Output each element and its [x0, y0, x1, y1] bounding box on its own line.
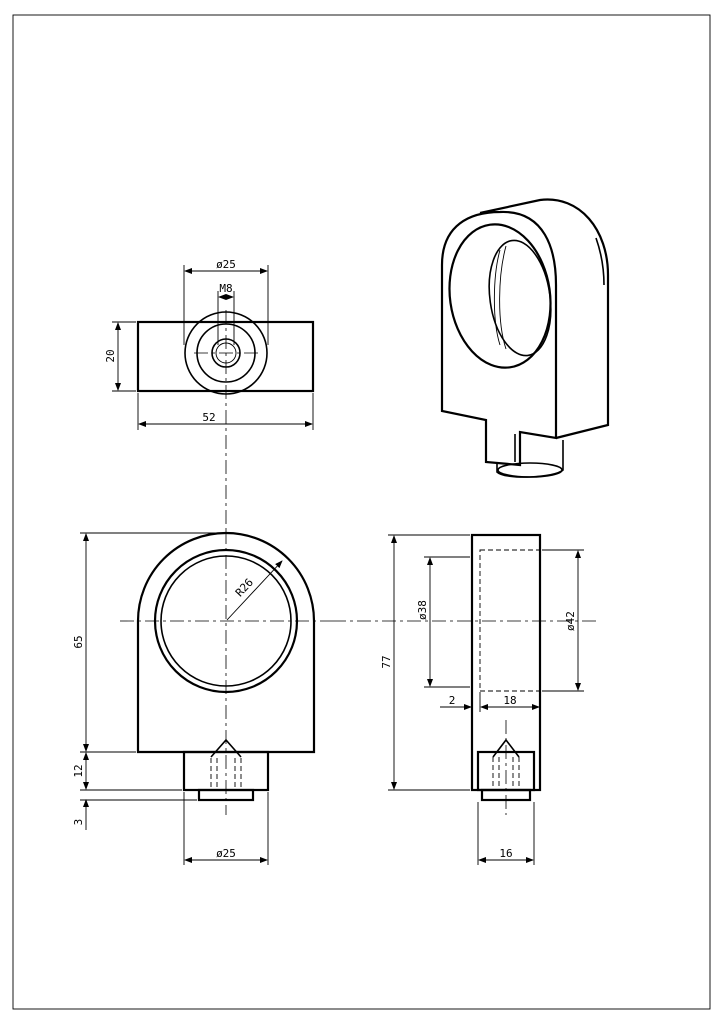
side-dim-boss-width: 16: [499, 847, 512, 860]
top-dim-height: 20: [104, 349, 117, 362]
side-boss-drill-tip: [492, 738, 520, 758]
iso-bore-groove: [493, 249, 501, 346]
iso-bore-inner: [488, 239, 552, 357]
side-dim-depth: 18: [503, 694, 516, 707]
top-dim-bore-dia: ø25: [216, 258, 236, 271]
iso-boss: [496, 440, 564, 478]
side-dim-inner-dia: ø38: [416, 600, 429, 620]
front-dim-boss-dia: ø25: [216, 847, 236, 860]
side-dim-total-height: 77: [380, 655, 393, 668]
iso-body-front: [440, 210, 558, 467]
iso-body-side: [595, 237, 605, 286]
front-view-boss-step: [197, 788, 255, 802]
front-dim-step: 3: [72, 819, 85, 826]
top-view-outline: [136, 320, 315, 393]
front-view: R26 65 12 3 ø25: [72, 530, 332, 865]
iso-bore-groove-2: [499, 245, 507, 350]
side-dim-offset: 2: [449, 694, 456, 707]
side-view-bore-hidden: [479, 549, 541, 692]
front-dim-radius: R26: [233, 576, 256, 599]
front-dim-boss-height: 12: [72, 764, 85, 777]
iso-boss-end: [497, 462, 563, 478]
isometric-view: [440, 198, 610, 478]
top-dim-width: 52: [202, 411, 215, 424]
front-dim-line-radius: [226, 560, 283, 621]
side-dim-outer-dia: ø42: [564, 611, 577, 631]
side-view: 77 ø38 ø42 2 18 16: [380, 533, 584, 865]
side-view-boss-step: [480, 788, 532, 802]
top-dim-thread: M8: [219, 282, 232, 295]
front-view-outline: [136, 531, 316, 754]
sheet-border: [12, 14, 711, 1010]
front-dim-height: 65: [72, 635, 85, 648]
top-view: ø25 M8 20 52: [104, 258, 315, 530]
front-boss-drill-tip: [210, 738, 242, 758]
iso-body-top: [479, 198, 610, 440]
